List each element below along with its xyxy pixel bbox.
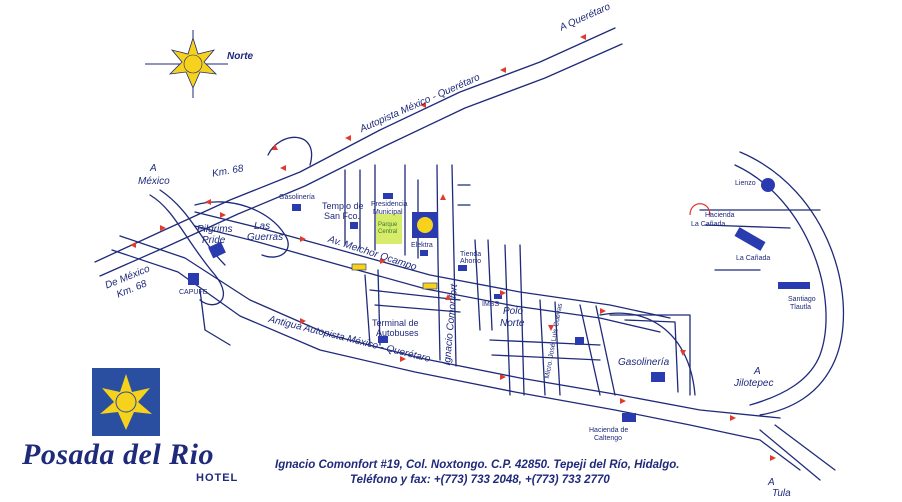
hotel-name: Posada del Rio	[22, 438, 214, 471]
autopista-mexico-queretaro-road	[94, 27, 623, 277]
direction-arrows	[130, 34, 776, 461]
small-color-markers	[351, 263, 438, 290]
hotel-subtitle: HOTEL	[196, 472, 239, 484]
capufe-label: CAPUFE	[179, 289, 208, 296]
templo-label-a: Templo de	[322, 201, 364, 211]
right-side-roads	[599, 151, 845, 481]
pilgrims-label-b: Pride	[202, 235, 226, 246]
a-mexico-label-b: México	[138, 176, 170, 187]
lienzo-marker	[761, 178, 775, 192]
footer-address: Ignacio Comonfort #19, Col. Noxtongo. C.…	[275, 459, 680, 471]
interchange	[149, 136, 313, 346]
hotel-logo-icon	[92, 368, 160, 436]
compass-north-label: Norte	[227, 51, 254, 62]
hacienda-canada-label-b: La Cañada	[691, 221, 726, 228]
gasolineria-1-label: Gasolinería	[279, 194, 315, 201]
templo-label-b: San Fco.	[324, 211, 361, 221]
caltengo-marker	[622, 413, 636, 422]
antigua-autopista-road	[111, 235, 801, 471]
santiago-label-b: Tlautla	[790, 304, 812, 311]
presidencia-marker	[383, 193, 393, 199]
polo-marker	[575, 337, 584, 345]
imss-marker	[494, 294, 502, 299]
tienda-label-b: Ahorro	[460, 258, 482, 265]
polo-label-a: Polo	[503, 306, 524, 317]
hacienda-caltengo-label-b: Caltengo	[594, 435, 623, 442]
polo-label-b: Norte	[500, 318, 525, 329]
terminal-label-a: Terminal de	[372, 318, 419, 328]
capufe-marker	[188, 273, 199, 285]
tienda-marker	[458, 265, 467, 271]
hacienda-canada-arch	[689, 203, 711, 216]
presidencia-label-a: Presidencia	[371, 201, 408, 208]
presidencia-label-b: Municipal	[373, 209, 403, 216]
hacienda-caltengo-label-a: Hacienda de	[589, 427, 629, 434]
a-jilotepec-label-b: Jilotepec	[734, 378, 774, 389]
tienda-label-a: Tienda	[460, 251, 482, 258]
a-tula-label-b: Tula	[772, 488, 791, 499]
las-guerras-label-a: Las	[254, 221, 271, 232]
la-canada-label: La Cañada	[736, 255, 771, 262]
santiago-marker	[778, 282, 810, 289]
parque-central-area	[376, 214, 402, 244]
templo-marker	[350, 222, 358, 229]
hotel-map-marker-icon	[412, 212, 438, 238]
la-canada-marker	[734, 227, 766, 251]
santiago-label-a: Santiago	[788, 296, 816, 303]
downtown-streets	[344, 164, 691, 396]
a-jilotepec-label-a: A	[754, 366, 761, 377]
a-mexico-label-a: A	[150, 163, 157, 174]
parque-label-b: Central	[378, 229, 398, 235]
parque-label-a: Parque	[378, 222, 398, 228]
elektra-label: Elektra	[411, 242, 433, 249]
building-markers	[188, 178, 810, 422]
elektra-marker	[420, 250, 428, 256]
pilgrims-label-a: Pilgrims	[197, 224, 233, 235]
a-tula-label-a: A	[768, 477, 775, 488]
terminal-label-b: Autobuses	[376, 328, 419, 338]
lienzo-label: Lienzo	[735, 180, 756, 187]
ignacio-comonfort-road	[436, 164, 457, 367]
imss-label: IMSS	[482, 301, 500, 308]
gasolineria-2-marker	[651, 372, 665, 382]
las-guerras-label-b: Guerras	[247, 232, 284, 243]
compass-icon	[145, 30, 228, 98]
gasolineria-marker	[292, 204, 301, 211]
terminal-marker	[378, 336, 388, 343]
footer-phone: Teléfono y fax: +(773) 733 2048, +(773) …	[350, 474, 610, 486]
hacienda-canada-label-a: Hacienda	[705, 212, 735, 219]
pilgrims-marker	[208, 241, 226, 259]
gasolineria-2-label: Gasolinería	[618, 357, 670, 368]
